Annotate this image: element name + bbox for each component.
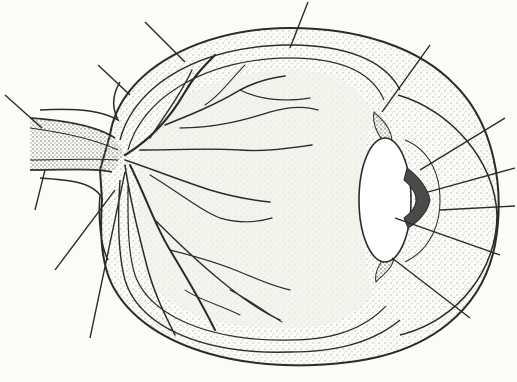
- leader-line-1: [145, 22, 185, 62]
- leader-line-4: [5, 95, 42, 128]
- leader-line-3: [98, 65, 130, 95]
- optic-nerve-body: [30, 118, 125, 172]
- vitreous-body: [137, 70, 372, 328]
- leader-line-5: [35, 170, 45, 210]
- lens: [359, 138, 411, 262]
